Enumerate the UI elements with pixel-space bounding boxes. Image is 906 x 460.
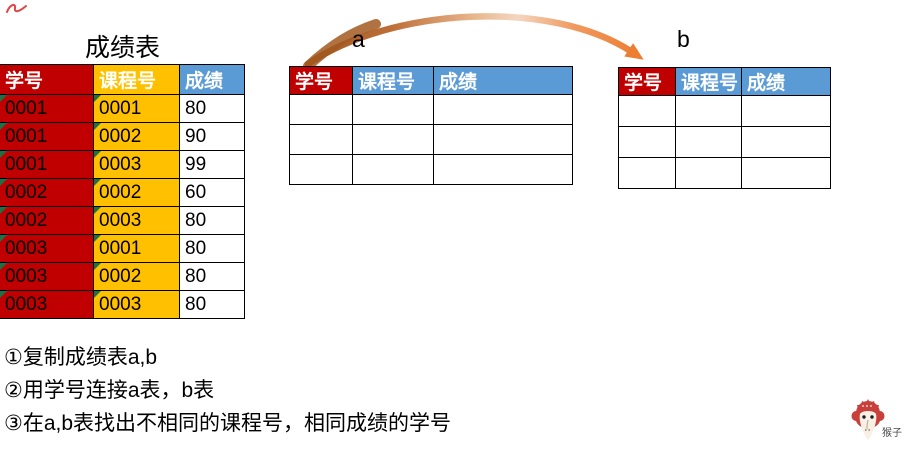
grade-table: 学号 课程号 成绩 0001 0001 80 0001 0002 90 0001… bbox=[0, 64, 245, 319]
cell-score: 80 bbox=[179, 234, 245, 263]
table-header-row: 学号 课程号 成绩 bbox=[618, 67, 831, 96]
cell-student-id: 0001 bbox=[0, 94, 94, 123]
cell-score: 80 bbox=[179, 206, 245, 235]
table-header-row: 学号 课程号 成绩 bbox=[0, 64, 245, 95]
cell-student-id: 0002 bbox=[0, 206, 94, 235]
cell-course-id: 0001 bbox=[93, 94, 180, 123]
watermark-label: 猴子 bbox=[882, 428, 902, 439]
table-row: 0002 0002 60 bbox=[0, 178, 245, 207]
table-row: 0001 0002 90 bbox=[0, 122, 245, 151]
header-score: 成绩 bbox=[433, 66, 573, 95]
cell-score: 90 bbox=[179, 122, 245, 151]
empty-row bbox=[618, 95, 831, 127]
cell-course-id: 0002 bbox=[93, 178, 180, 207]
cell-student-id: 0002 bbox=[0, 178, 94, 207]
empty-row bbox=[289, 94, 573, 125]
red-scribble-mark bbox=[6, 3, 27, 13]
header-course-id: 课程号 bbox=[93, 64, 180, 95]
empty-cell bbox=[675, 126, 742, 158]
table-row: 0003 0003 80 bbox=[0, 290, 245, 319]
table-a-label: a bbox=[352, 26, 365, 52]
monkey-logo-icon bbox=[851, 399, 885, 440]
instructions-block: ①复制成绩表a,b ②用学号连接a表，b表 ③在a,b表找出不相同的课程号，相同… bbox=[4, 341, 451, 440]
empty-cell bbox=[433, 124, 573, 155]
cell-student-id: 0003 bbox=[0, 290, 94, 319]
empty-cell bbox=[741, 157, 831, 189]
cell-student-id: 0003 bbox=[0, 262, 94, 291]
table-row: 0003 0001 80 bbox=[0, 234, 245, 263]
table-b: 学号 课程号 成绩 bbox=[618, 67, 831, 189]
empty-row bbox=[618, 157, 831, 189]
header-student-id: 学号 bbox=[0, 64, 94, 95]
table-b-label: b bbox=[677, 26, 690, 52]
cell-course-id: 0003 bbox=[93, 150, 180, 179]
empty-cell bbox=[352, 94, 434, 125]
cell-score: 99 bbox=[179, 150, 245, 179]
cell-student-id: 0001 bbox=[0, 122, 94, 151]
instruction-line-2: ②用学号连接a表，b表 bbox=[4, 379, 215, 402]
empty-cell bbox=[352, 154, 434, 185]
empty-row bbox=[618, 126, 831, 158]
empty-cell bbox=[618, 126, 676, 158]
header-course-id: 课程号 bbox=[675, 67, 742, 96]
empty-cell bbox=[289, 154, 353, 185]
header-course-id: 课程号 bbox=[352, 66, 434, 95]
instruction-line-3: ③在a,b表找出不相同的课程号，相同成绩的学号 bbox=[4, 412, 452, 435]
empty-cell bbox=[618, 157, 676, 189]
empty-cell bbox=[289, 94, 353, 125]
cell-student-id: 0003 bbox=[0, 234, 94, 263]
empty-row bbox=[289, 154, 573, 185]
empty-cell bbox=[352, 124, 434, 155]
table-row: 0003 0002 80 bbox=[0, 262, 245, 291]
empty-cell bbox=[618, 95, 676, 127]
cell-student-id: 0001 bbox=[0, 150, 94, 179]
cell-score: 80 bbox=[179, 290, 245, 319]
cell-score: 60 bbox=[179, 178, 245, 207]
header-student-id: 学号 bbox=[618, 67, 676, 96]
empty-cell bbox=[433, 154, 573, 185]
table-a: 学号 课程号 成绩 bbox=[289, 66, 573, 185]
header-student-id: 学号 bbox=[289, 66, 353, 95]
empty-cell bbox=[433, 94, 573, 125]
instruction-line-1: ①复制成绩表a,b bbox=[4, 346, 158, 369]
empty-cell bbox=[675, 95, 742, 127]
cell-score: 80 bbox=[179, 262, 245, 291]
table-header-row: 学号 课程号 成绩 bbox=[289, 66, 573, 95]
cell-course-id: 0001 bbox=[93, 234, 180, 263]
cell-course-id: 0003 bbox=[93, 290, 180, 319]
empty-cell bbox=[675, 157, 742, 189]
header-score: 成绩 bbox=[741, 67, 831, 96]
table-row: 0002 0003 80 bbox=[0, 206, 245, 235]
header-score: 成绩 bbox=[179, 64, 245, 95]
table-row: 0001 0001 80 bbox=[0, 94, 245, 123]
cell-course-id: 0003 bbox=[93, 206, 180, 235]
empty-cell bbox=[289, 124, 353, 155]
cell-score: 80 bbox=[179, 94, 245, 123]
watermark: 猴子 bbox=[850, 396, 904, 450]
empty-row bbox=[289, 124, 573, 155]
empty-cell bbox=[741, 126, 831, 158]
empty-cell bbox=[741, 95, 831, 127]
page-title: 成绩表 bbox=[84, 34, 160, 62]
cell-course-id: 0002 bbox=[93, 122, 180, 151]
table-row: 0001 0003 99 bbox=[0, 150, 245, 179]
cell-course-id: 0002 bbox=[93, 262, 180, 291]
